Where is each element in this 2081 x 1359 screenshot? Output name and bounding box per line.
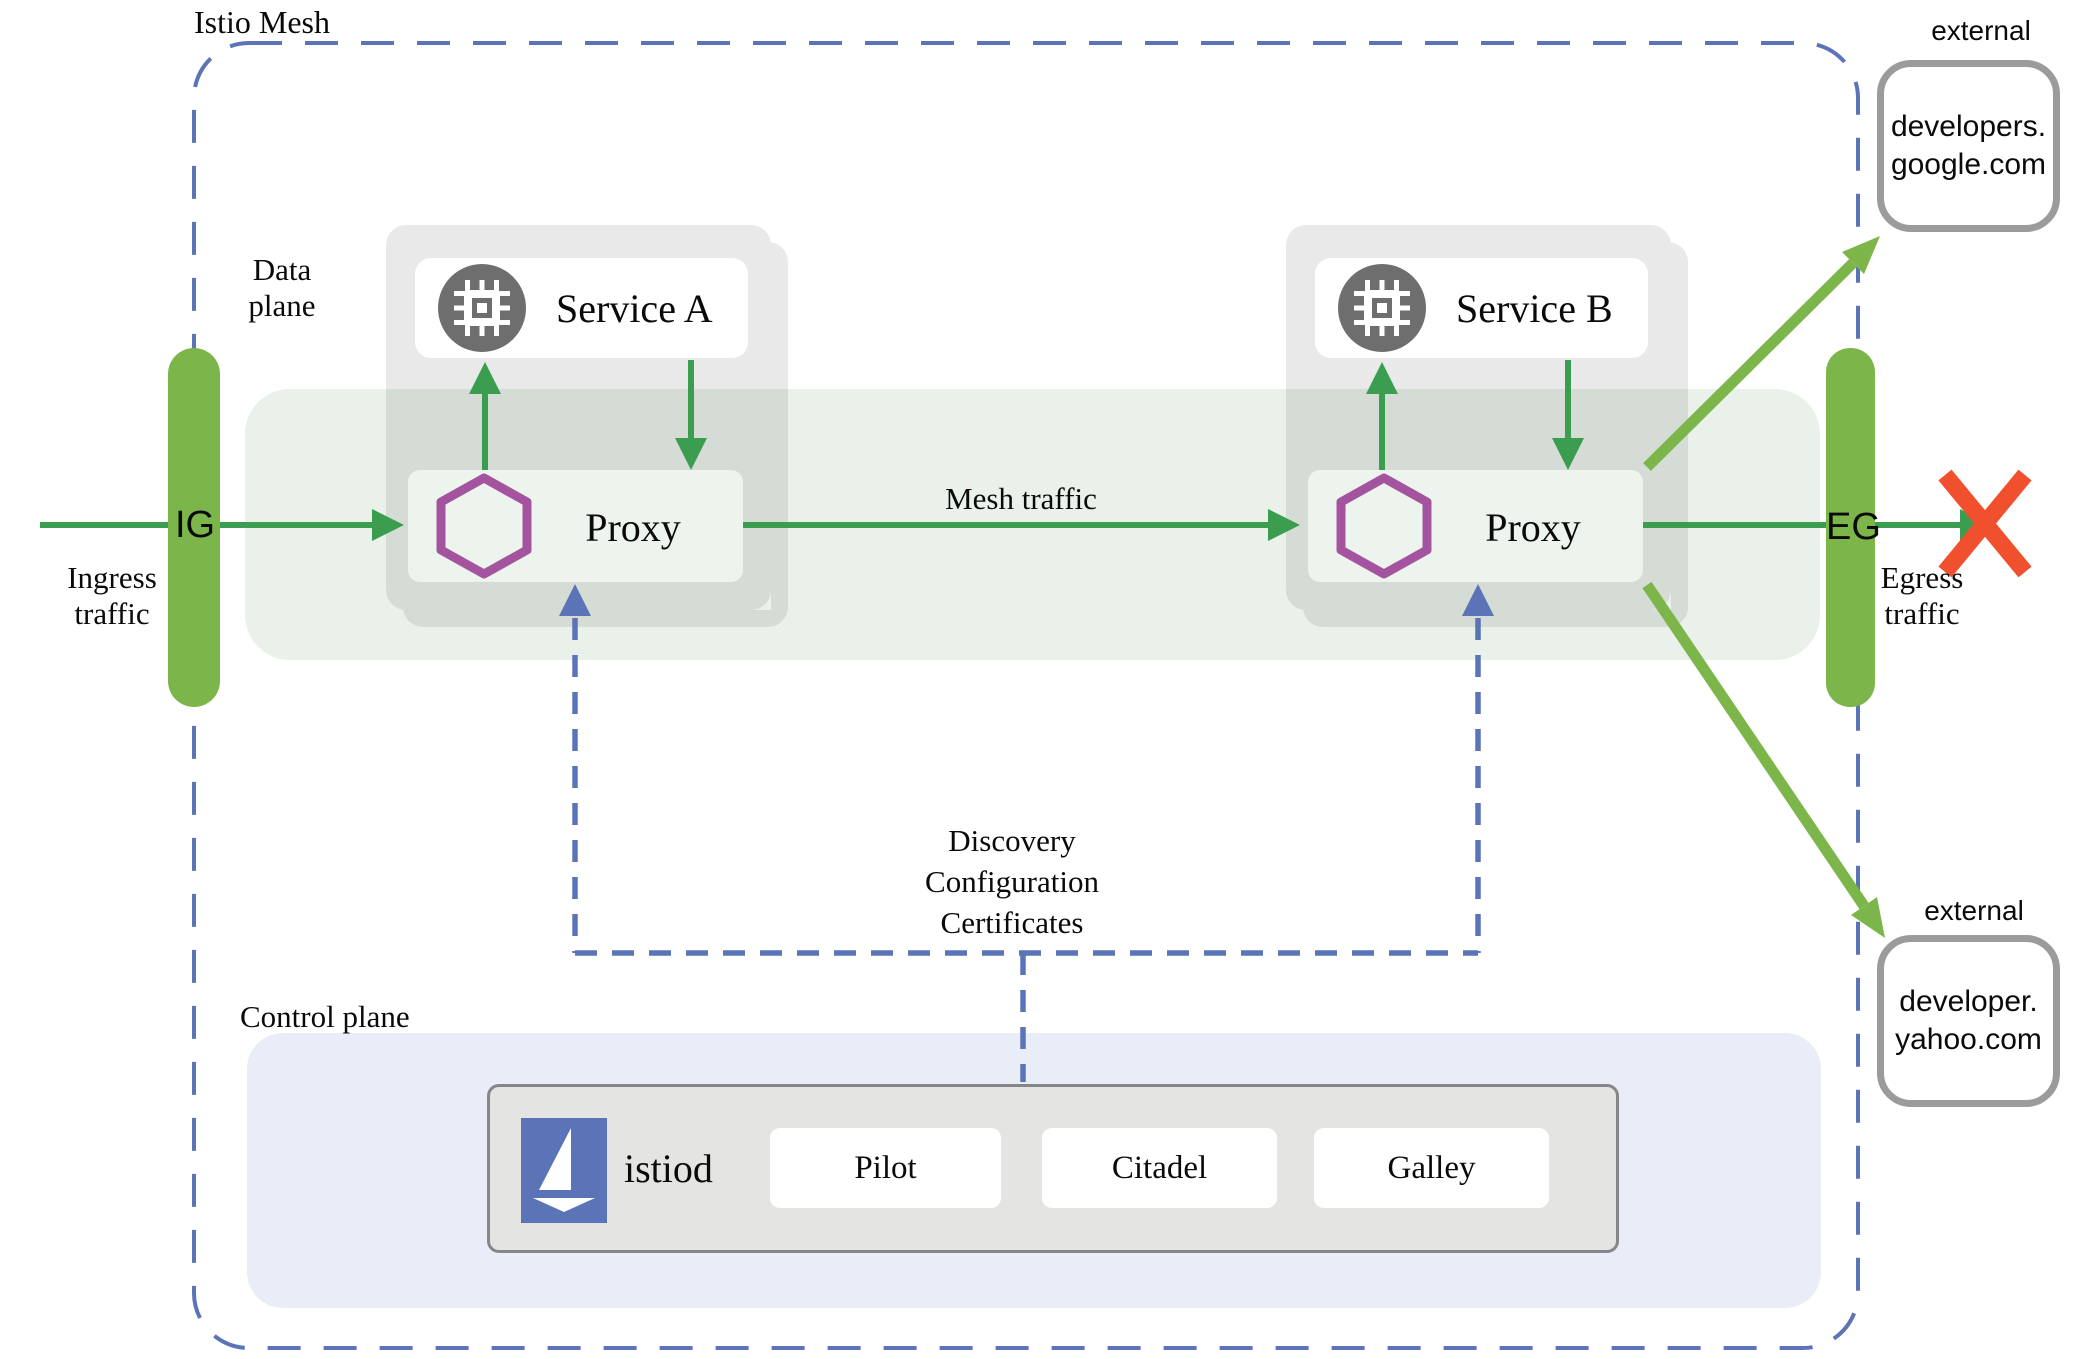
egress-gateway-label: EG [1826, 506, 1881, 548]
istio-sailboat-icon [521, 1118, 607, 1223]
external-google-box [1877, 60, 2060, 232]
citadel-box: Citadel [1042, 1128, 1277, 1208]
service-a-microchip-icon [438, 264, 526, 352]
istiod-label: istiod [624, 1146, 713, 1191]
red-x-icon [1938, 469, 2032, 578]
proxy-a-label: Proxy [585, 505, 681, 550]
external-yahoo-tag: external [1924, 895, 2024, 926]
galley-box: Galley [1314, 1128, 1549, 1208]
external-google-host: developers. google.com [1890, 110, 2047, 181]
config-dashed-lines [572, 618, 1481, 1082]
mesh-boundary-border [192, 41, 1860, 1350]
control-plane-label: Control plane [240, 999, 410, 1034]
pilot-label: Pilot [854, 1149, 917, 1186]
traffic-arrowheads [372, 362, 1990, 541]
proxy-a-hexagon-icon [441, 478, 527, 574]
external-google-tag: external [1931, 15, 2031, 46]
config-arrowhead-proxy-b [1462, 584, 1494, 616]
service-b-microchip-icon [1338, 264, 1426, 352]
service-b-label: Service B [1456, 286, 1613, 331]
external-yahoo-host: developer. yahoo.com [1895, 985, 2042, 1056]
config-arrowhead-proxy-a [559, 584, 591, 616]
external-traffic-arrowheads [1842, 236, 1885, 938]
galley-label: Galley [1387, 1149, 1476, 1186]
config-label: Discovery Configuration Certificates [925, 823, 1099, 940]
ingress-gateway-bar [168, 348, 220, 707]
proxy-b-hexagon-icon [1341, 478, 1427, 574]
pilot-box: Pilot [770, 1128, 1001, 1208]
data-plane-label: Data plane [248, 252, 316, 323]
ingress-gateway-label: IG [174, 504, 216, 546]
service-a-label: Service A [556, 286, 713, 331]
external-yahoo-box [1877, 935, 2060, 1107]
mesh-title: Istio Mesh [194, 4, 330, 40]
egress-gateway-bar [1826, 348, 1875, 707]
egress-traffic-label: Egress traffic [1880, 560, 1964, 631]
mesh-traffic-label: Mesh traffic [945, 481, 1097, 516]
citadel-label: Citadel [1111, 1149, 1208, 1186]
proxy-b-label: Proxy [1485, 505, 1581, 550]
ingress-traffic-label: Ingress traffic [67, 560, 157, 631]
external-traffic-lines [1642, 259, 1869, 910]
